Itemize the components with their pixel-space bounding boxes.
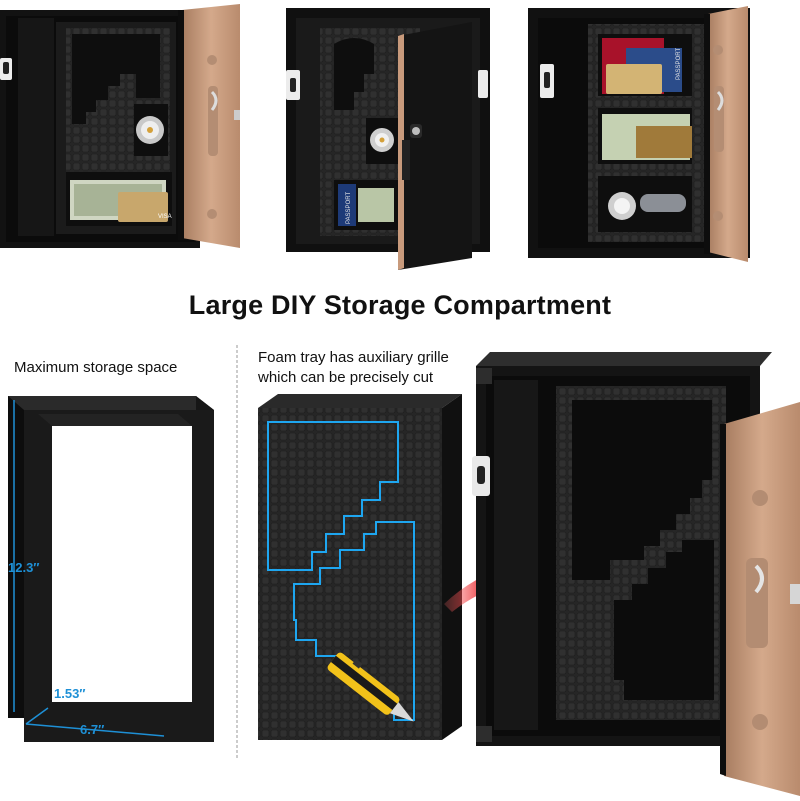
middle-caption-line-1: Foam tray has auxiliary grille	[258, 349, 449, 366]
page-title: Large DIY Storage Compartment	[188, 290, 612, 320]
utility-knife-icon	[327, 652, 414, 722]
storage-frame-diagram	[8, 396, 214, 742]
passport-label-3: PASSPORT	[676, 48, 682, 80]
safe-photo-2: PASSPORT	[286, 8, 490, 270]
middle-caption-line-2: which can be precisely cut	[258, 369, 434, 386]
foam-tray-diagram	[258, 394, 462, 740]
dimension-width: 6.7″	[80, 722, 105, 737]
passport-label-2: PASSPORT	[346, 192, 352, 224]
visa-label-1: VISA	[158, 214, 172, 220]
dimension-height: 12.3″	[8, 560, 40, 575]
dimension-depth: 1.53″	[54, 686, 86, 701]
left-caption: Maximum storage space	[14, 359, 178, 376]
open-safe-large	[472, 352, 800, 796]
safe-photo-1: VISA	[0, 4, 240, 248]
safe-photo-3: PASSPORT	[528, 6, 750, 262]
